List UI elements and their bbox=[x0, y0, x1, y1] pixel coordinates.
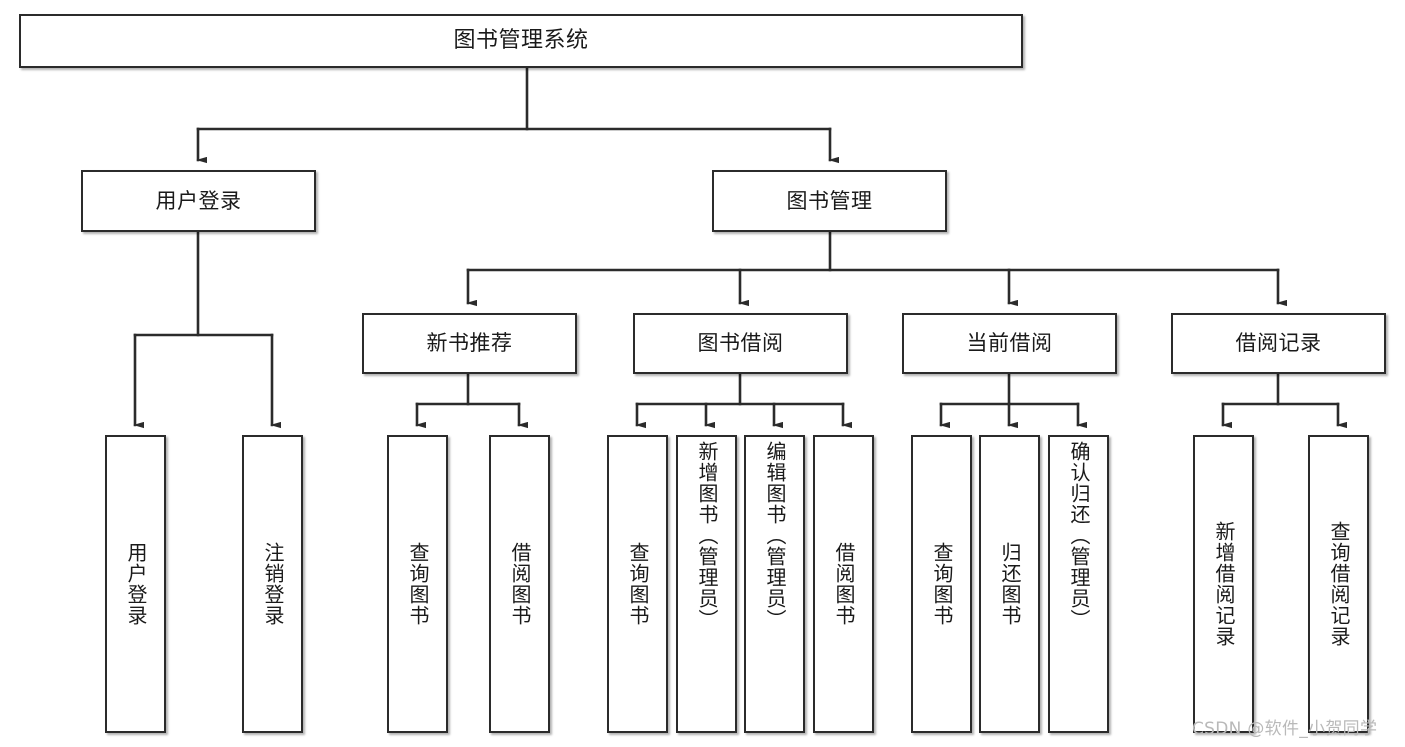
node-label: 编辑图书（管理员） bbox=[763, 441, 787, 630]
node-label: 查询图书 bbox=[406, 542, 430, 626]
node-label: 图书借阅 bbox=[697, 331, 784, 356]
node-label: 借阅图书 bbox=[508, 542, 532, 626]
node-new-book-recommend[interactable]: 新书推荐 bbox=[362, 313, 577, 374]
node-label: 借阅图书 bbox=[832, 542, 856, 626]
node-label: 查询借阅记录 bbox=[1327, 521, 1351, 647]
leaf-book-borrow-add-admin[interactable]: 新增图书（管理员） bbox=[676, 435, 737, 733]
node-label: 新增图书（管理员） bbox=[695, 441, 719, 630]
leaf-user-login-login[interactable]: 用户登录 bbox=[105, 435, 166, 733]
node-user-login[interactable]: 用户登录 bbox=[81, 170, 316, 232]
leaf-book-borrow-query[interactable]: 查询图书 bbox=[607, 435, 668, 733]
node-borrow-record[interactable]: 借阅记录 bbox=[1171, 313, 1386, 374]
node-label: 用户登录 bbox=[155, 188, 242, 213]
node-book-borrow[interactable]: 图书借阅 bbox=[633, 313, 848, 374]
leaf-new-book-borrow[interactable]: 借阅图书 bbox=[489, 435, 550, 733]
node-label: 图书管理 bbox=[786, 188, 873, 213]
node-label: 新增借阅记录 bbox=[1212, 521, 1236, 647]
leaf-current-borrow-return[interactable]: 归还图书 bbox=[979, 435, 1040, 733]
leaf-new-book-query[interactable]: 查询图书 bbox=[387, 435, 448, 733]
node-label: 注销登录 bbox=[261, 542, 285, 626]
leaf-current-borrow-confirm-admin[interactable]: 确认归还（管理员） bbox=[1048, 435, 1109, 733]
leaf-borrow-record-add[interactable]: 新增借阅记录 bbox=[1193, 435, 1254, 733]
leaf-book-borrow-borrow[interactable]: 借阅图书 bbox=[813, 435, 874, 733]
csdn-watermark: CSDN @软件_小贺同学 bbox=[1192, 719, 1378, 739]
node-label: 借阅记录 bbox=[1235, 331, 1322, 356]
node-label: 当前借阅 bbox=[966, 331, 1053, 356]
node-label: 查询图书 bbox=[930, 542, 954, 626]
node-book-management[interactable]: 图书管理 bbox=[712, 170, 947, 232]
node-label: 归还图书 bbox=[998, 542, 1022, 626]
node-label: 新书推荐 bbox=[426, 331, 513, 356]
node-label: 查询图书 bbox=[626, 542, 650, 626]
node-label: 用户登录 bbox=[124, 542, 148, 626]
node-label: 确认归还（管理员） bbox=[1067, 441, 1091, 630]
leaf-book-borrow-edit-admin[interactable]: 编辑图书（管理员） bbox=[744, 435, 805, 733]
node-label: 图书管理系统 bbox=[453, 28, 589, 54]
node-current-borrow[interactable]: 当前借阅 bbox=[902, 313, 1117, 374]
node-root-system[interactable]: 图书管理系统 bbox=[19, 14, 1023, 68]
leaf-borrow-record-query[interactable]: 查询借阅记录 bbox=[1308, 435, 1369, 733]
leaf-user-login-logout[interactable]: 注销登录 bbox=[242, 435, 303, 733]
leaf-current-borrow-query[interactable]: 查询图书 bbox=[911, 435, 972, 733]
